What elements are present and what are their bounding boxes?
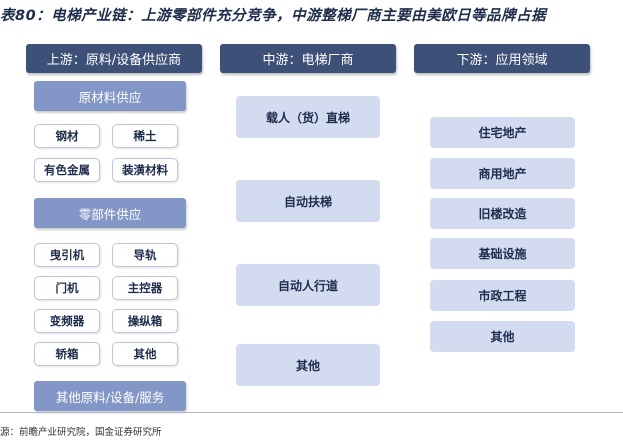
midstream-item: 自动人行道 xyxy=(236,264,380,306)
downstream-item: 市政工程 xyxy=(430,280,575,311)
part-item: 门机 xyxy=(34,276,100,300)
part-item: 曳引机 xyxy=(34,243,100,267)
parts-section: 零部件供应 xyxy=(34,198,186,228)
part-item: 导轨 xyxy=(112,243,178,267)
raw-item: 装潢材料 xyxy=(112,158,178,182)
raw-item: 钢材 xyxy=(34,124,100,148)
downstream-header: 下游：应用领域 xyxy=(414,44,590,73)
midstream-item: 自动扶梯 xyxy=(236,180,380,222)
part-item: 操纵箱 xyxy=(112,309,178,333)
chart-title: 表80：电梯产业链：上游零部件充分竞争，中游整梯厂商主要由美欧日等品牌占据 xyxy=(0,8,547,24)
other-supply-section: 其他原料/设备/服务 xyxy=(34,381,186,411)
raw-item: 有色金属 xyxy=(34,158,100,182)
part-item: 轿箱 xyxy=(34,342,100,366)
downstream-item: 商用地产 xyxy=(430,158,575,189)
downstream-item: 其他 xyxy=(430,321,575,352)
midstream-item: 其他 xyxy=(236,344,380,386)
midstream-item: 载人（货）直梯 xyxy=(236,96,380,138)
raw-material-section: 原材料供应 xyxy=(34,81,186,111)
downstream-item: 旧楼改造 xyxy=(430,198,575,229)
source-note: 源：前瞻产业研究院，国金证券研究所 xyxy=(0,427,162,438)
footer-divider xyxy=(0,412,623,413)
part-item: 主控器 xyxy=(112,276,178,300)
part-item: 变频器 xyxy=(34,309,100,333)
part-item: 其他 xyxy=(112,342,178,366)
midstream-header: 中游：电梯厂商 xyxy=(220,44,396,73)
downstream-item: 住宅地产 xyxy=(430,117,575,148)
downstream-item: 基础设施 xyxy=(430,238,575,269)
raw-item: 稀土 xyxy=(112,124,178,148)
upstream-header: 上游：原料/设备供应商 xyxy=(26,44,202,73)
